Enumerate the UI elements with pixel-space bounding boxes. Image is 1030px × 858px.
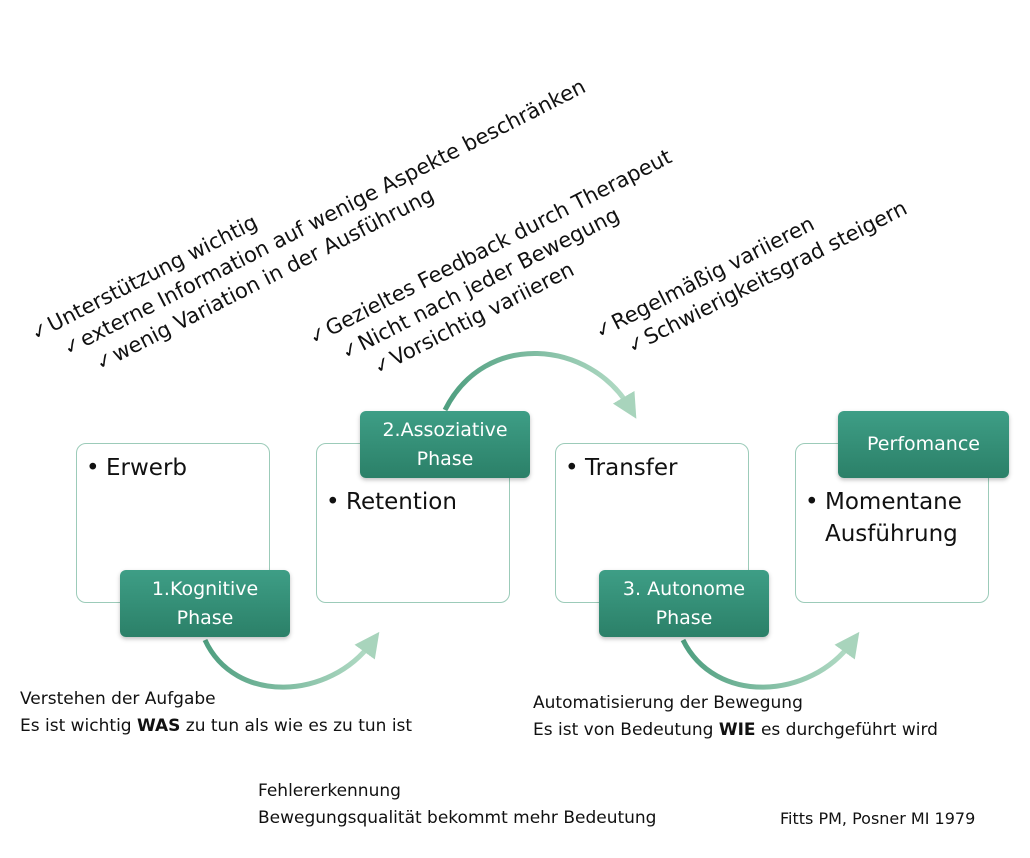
note-kognitiv: Verstehen der Aufgabe Es ist wichtig WAS… <box>20 689 413 736</box>
arrow-autonom-to-performance <box>680 631 860 690</box>
note-autonom: Automatisierung der Bewegung Es ist von … <box>533 693 938 740</box>
arrow-kognitiv-to-assoziativ <box>202 631 380 690</box>
bullet-transfer: •Transfer <box>565 455 678 481</box>
bullet-retention: •Retention <box>326 489 457 515</box>
bullet-erwerb: •Erwerb <box>86 455 188 481</box>
bullet-momentane-ausfuehrung: •Momentane Ausführung <box>805 489 962 547</box>
arrow-assoziativ-to-autonom <box>442 351 637 419</box>
phase-title-performance: Perfomance <box>838 411 1009 478</box>
citation: Fitts PM, Posner MI 1979 <box>780 809 976 828</box>
note-assoziativ: Fehlererkennung Bewegungsqualität bekomm… <box>258 781 657 828</box>
